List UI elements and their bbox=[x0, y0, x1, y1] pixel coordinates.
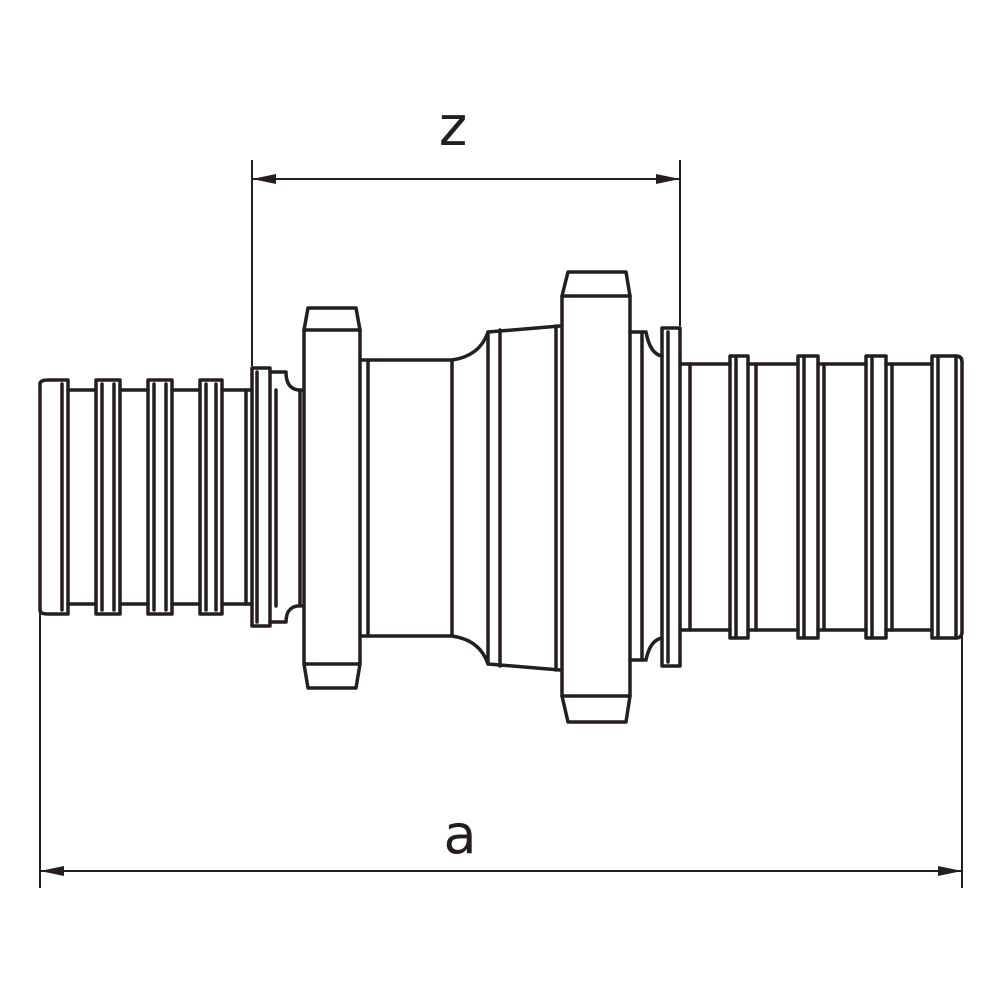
dimension-a-label: a bbox=[443, 803, 477, 866]
left-spigot bbox=[38, 378, 254, 616]
left-flange bbox=[302, 306, 362, 690]
left-stop-ring bbox=[250, 366, 306, 628]
right-spigot bbox=[678, 354, 964, 640]
dimension-a bbox=[39, 612, 963, 888]
right-flange bbox=[560, 270, 632, 724]
central-body bbox=[358, 324, 562, 672]
dimension-z bbox=[251, 160, 681, 366]
right-stop-ring bbox=[628, 326, 682, 668]
dimension-z-label: z bbox=[438, 95, 468, 158]
